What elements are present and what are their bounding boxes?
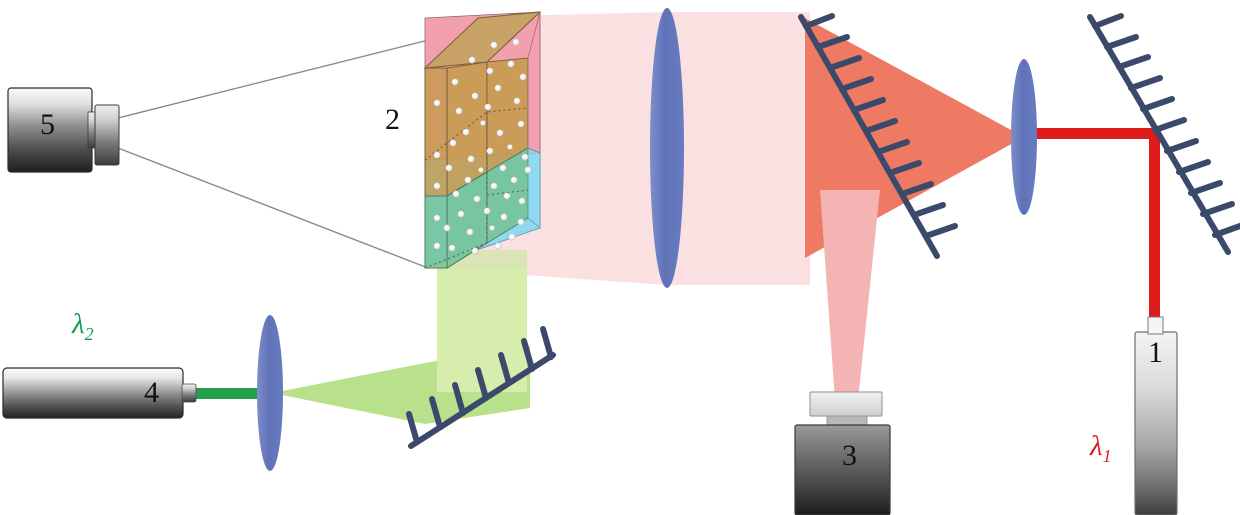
camera-label: 5: [40, 108, 55, 141]
camera-lens-barrel: [94, 104, 120, 166]
red-wide-beam-right-segment: [667, 12, 810, 285]
lambda-2-symbol: λ: [72, 308, 85, 340]
green-laser-label: 4: [144, 376, 159, 409]
lens-layer: [257, 8, 1037, 471]
imaging-camera[interactable]: [7, 87, 120, 173]
green-probe-laser[interactable]: [2, 367, 197, 419]
red-beam-to-detector: [820, 190, 880, 400]
detector-label: 3: [842, 439, 857, 472]
green-beam-source: [188, 388, 272, 399]
sample-right-edge-bottom: [527, 147, 541, 229]
red-laser-label: 1: [1148, 336, 1163, 369]
red-beam-horizontal: [1035, 128, 1160, 139]
green-cone: [272, 363, 425, 424]
detector-body: [794, 424, 891, 515]
scattering-sample[interactable]: [423, 11, 542, 269]
lambda-1-subscript: 1: [1102, 445, 1112, 466]
detector-sensor-window: [809, 391, 883, 417]
expander-lens-red[interactable]: [1011, 59, 1037, 215]
lambda-1-symbol: λ: [1090, 430, 1103, 462]
red-beam-vertical: [1149, 128, 1160, 328]
lambda-1-label: λ1: [1090, 432, 1112, 465]
collection-lens-large[interactable]: [650, 8, 684, 288]
mirror-upper-right[interactable]: [1087, 13, 1240, 255]
expander-lens-green[interactable]: [257, 315, 283, 471]
red-pump-laser[interactable]: [1134, 316, 1178, 515]
sample-hidden-edges: [424, 107, 529, 269]
sample-label: 2: [385, 103, 400, 136]
sample-left-face-top: [424, 67, 448, 197]
lambda-2-label: λ2: [72, 310, 94, 343]
sample-left-face-bottom: [424, 195, 448, 269]
sample-scatterer-dots: [433, 38, 532, 255]
red-laser-aperture: [1147, 316, 1164, 335]
detector-neck: [826, 415, 868, 426]
photodetector[interactable]: [794, 391, 891, 515]
green-laser-aperture: [181, 383, 197, 403]
fov-line-lower: [117, 147, 429, 269]
lambda-2-subscript: 2: [84, 323, 94, 344]
mirror-lower-green[interactable]: [406, 326, 556, 449]
mirror-upper-left[interactable]: [798, 13, 958, 259]
mirror-layer: [406, 13, 1240, 449]
